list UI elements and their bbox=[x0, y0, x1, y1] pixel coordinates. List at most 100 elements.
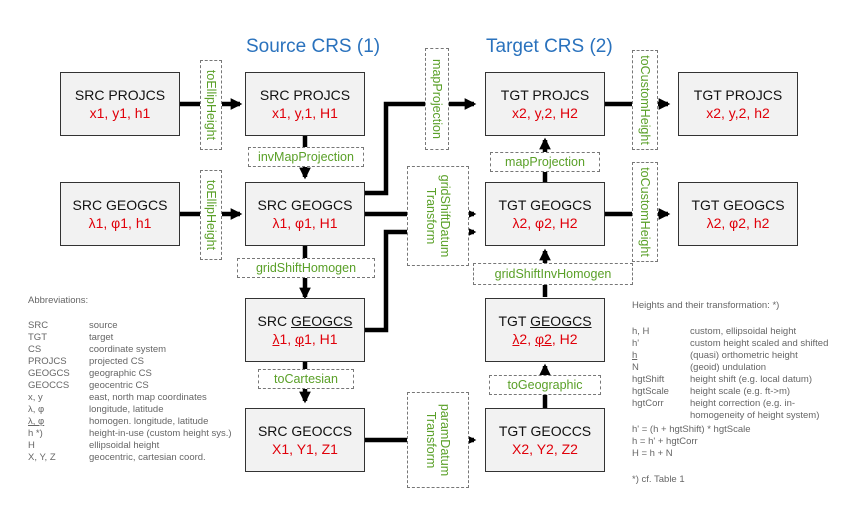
node-tgt-geogcs-custom: TGT GEOGCS λ2, φ2, h2 bbox=[678, 182, 798, 246]
abbr-value: east, north map coordinates bbox=[89, 392, 207, 403]
node-name: SRC PROJCS bbox=[259, 86, 351, 103]
height-formula-1: h' = (h + hgtShift) * hgtScale bbox=[632, 424, 751, 435]
op-label: toEllipHeight bbox=[204, 69, 218, 141]
height-key: hgtCorr bbox=[632, 398, 664, 409]
abbr-key: PROJCS bbox=[28, 356, 67, 367]
abbr-key: λ, φ bbox=[28, 416, 45, 427]
node-coords: x2, y,2, h2 bbox=[706, 104, 770, 121]
height-key: h' bbox=[632, 338, 640, 349]
abbr-value: geographic CS bbox=[89, 368, 152, 379]
node-tgt-geoccs: TGT GEOCCS X2, Y2, Z2 bbox=[485, 408, 605, 472]
coord-phi: φ bbox=[295, 330, 305, 347]
target-crs-title: Target CRS (2) bbox=[486, 36, 613, 57]
abbr-key: λ, φ bbox=[28, 404, 45, 415]
height-key: h bbox=[632, 350, 638, 361]
op-grid-shift-inv-homogen: gridShiftInvHomogen bbox=[473, 263, 633, 285]
coord-phi: φ2 bbox=[535, 330, 552, 347]
height-value: height correction (e.g. in- bbox=[690, 398, 796, 409]
node-src-geogcs-custom: SRC GEOGCS λ1, φ1, h1 bbox=[60, 182, 180, 246]
name-prefix: SRC bbox=[257, 312, 291, 329]
op-inv-map-projection: invMapProjection bbox=[248, 147, 364, 167]
op-label-line-1: paramDatum bbox=[438, 403, 452, 477]
abbr-value: ellipsoidal height bbox=[89, 440, 160, 451]
coord-lambda: λ bbox=[512, 330, 520, 347]
abbr-key: CS bbox=[28, 344, 42, 355]
height-value: height shift (e.g. local datum) bbox=[690, 374, 812, 385]
node-name: TGT GEOCCS bbox=[498, 422, 592, 439]
node-coords: x2, y,2, H2 bbox=[512, 104, 578, 121]
height-value: custom, ellipsoidal height bbox=[690, 326, 797, 337]
op-to-ellip-height-projcs: toEllipHeight bbox=[200, 60, 222, 150]
abbr-value: source bbox=[89, 320, 118, 331]
abbr-key: GEOGCS bbox=[28, 368, 70, 379]
abbr-key: x, y bbox=[28, 392, 43, 403]
op-label-line-2: Transform bbox=[424, 411, 438, 469]
abbr-key: H bbox=[28, 440, 35, 451]
op-grid-shift-homogen: gridShiftHomogen bbox=[237, 258, 375, 278]
node-name: TGT GEOGCS bbox=[498, 196, 592, 213]
node-src-geogcs-homogen: SRC GEOGCS λ1, φ1, H1 bbox=[245, 298, 365, 362]
height-value: custom height scaled and shifted bbox=[690, 338, 829, 349]
op-to-cartesian: toCartesian bbox=[258, 369, 354, 389]
abbr-key: SRC bbox=[28, 320, 49, 331]
node-name: SRC GEOGCS bbox=[257, 196, 353, 213]
node-tgt-geogcs-homogen: TGT GEOGCS λ2, φ2, H2 bbox=[485, 298, 605, 362]
abbr-key: TGT bbox=[28, 332, 47, 343]
abbr-value: longitude, latitude bbox=[89, 404, 164, 415]
abbreviations-heading: Abbreviations: bbox=[28, 295, 89, 306]
height-value: height scale (e.g. ft->m) bbox=[690, 386, 791, 397]
height-value: (geoid) undulation bbox=[690, 362, 767, 373]
abbr-value: geocentric CS bbox=[89, 380, 149, 391]
height-key: h, H bbox=[632, 326, 650, 337]
op-label: toCustomHeight bbox=[638, 55, 652, 145]
node-name: SRC GEOGCS bbox=[72, 196, 168, 213]
op-map-projection-vertical: mapProjection bbox=[425, 48, 449, 150]
op-to-geographic: toGeographic bbox=[489, 375, 601, 395]
node-coords: λ1, φ1, H1 bbox=[272, 330, 337, 349]
node-src-projcs-custom: SRC PROJCS x1, y1, h1 bbox=[60, 72, 180, 136]
abbr-key: h *) bbox=[28, 428, 43, 439]
abbr-value: coordinate system bbox=[89, 344, 167, 355]
heights-footnote: *) cf. Table 1 bbox=[632, 474, 685, 485]
abbr-key: X, Y, Z bbox=[28, 452, 56, 463]
coord-lambda: λ bbox=[272, 330, 280, 347]
coord-part: 2, bbox=[519, 330, 535, 347]
op-label: toCustomHeight bbox=[638, 167, 652, 257]
name-underlined: GEOGCS bbox=[290, 312, 353, 329]
node-coords: x1, y,1, H1 bbox=[272, 104, 338, 121]
coord-part: 1, H1 bbox=[304, 330, 338, 347]
abbr-value: target bbox=[89, 332, 114, 343]
node-name: SRC PROJCS bbox=[74, 86, 166, 103]
node-coords: λ1, φ1, h1 bbox=[88, 214, 152, 231]
abbr-key: GEOCCS bbox=[28, 380, 70, 391]
height-key: N bbox=[632, 362, 639, 373]
node-name: TGT GEOGCS bbox=[691, 196, 785, 213]
node-coords: λ2, φ2, h2 bbox=[706, 214, 770, 231]
node-name: TGT PROJCS bbox=[500, 86, 590, 103]
node-name: TGT GEOGCS bbox=[498, 312, 591, 330]
node-coords: λ2, φ2, H2 bbox=[512, 214, 578, 231]
height-formula-3: H = h + N bbox=[632, 448, 673, 459]
node-name: SRC GEOGCS bbox=[258, 312, 353, 330]
node-coords: x1, y1, h1 bbox=[89, 104, 151, 121]
op-map-projection: mapProjection bbox=[490, 152, 600, 172]
node-name: SRC GEOCCS bbox=[257, 422, 353, 439]
source-crs-title: Source CRS (1) bbox=[246, 36, 381, 57]
abbr-value: projected CS bbox=[89, 356, 144, 367]
op-label-line-2: Transform bbox=[424, 187, 438, 245]
height-key: hgtShift bbox=[632, 374, 665, 385]
node-coords: λ1, φ1, H1 bbox=[272, 214, 338, 231]
node-coords: λ2, φ2, H2 bbox=[512, 330, 577, 349]
op-to-custom-height-projcs: toCustomHeight bbox=[632, 50, 658, 150]
node-src-geoccs: SRC GEOCCS X1, Y1, Z1 bbox=[245, 408, 365, 472]
op-to-custom-height-geogcs: toCustomHeight bbox=[632, 162, 658, 262]
node-src-projcs: SRC PROJCS x1, y,1, H1 bbox=[245, 72, 365, 136]
abbr-value: geocentric, cartesian coord. bbox=[89, 452, 206, 463]
op-label: mapProjection bbox=[430, 59, 444, 139]
abbr-value: homogen. longitude, latitude bbox=[89, 416, 209, 427]
name-prefix: TGT bbox=[498, 312, 531, 329]
